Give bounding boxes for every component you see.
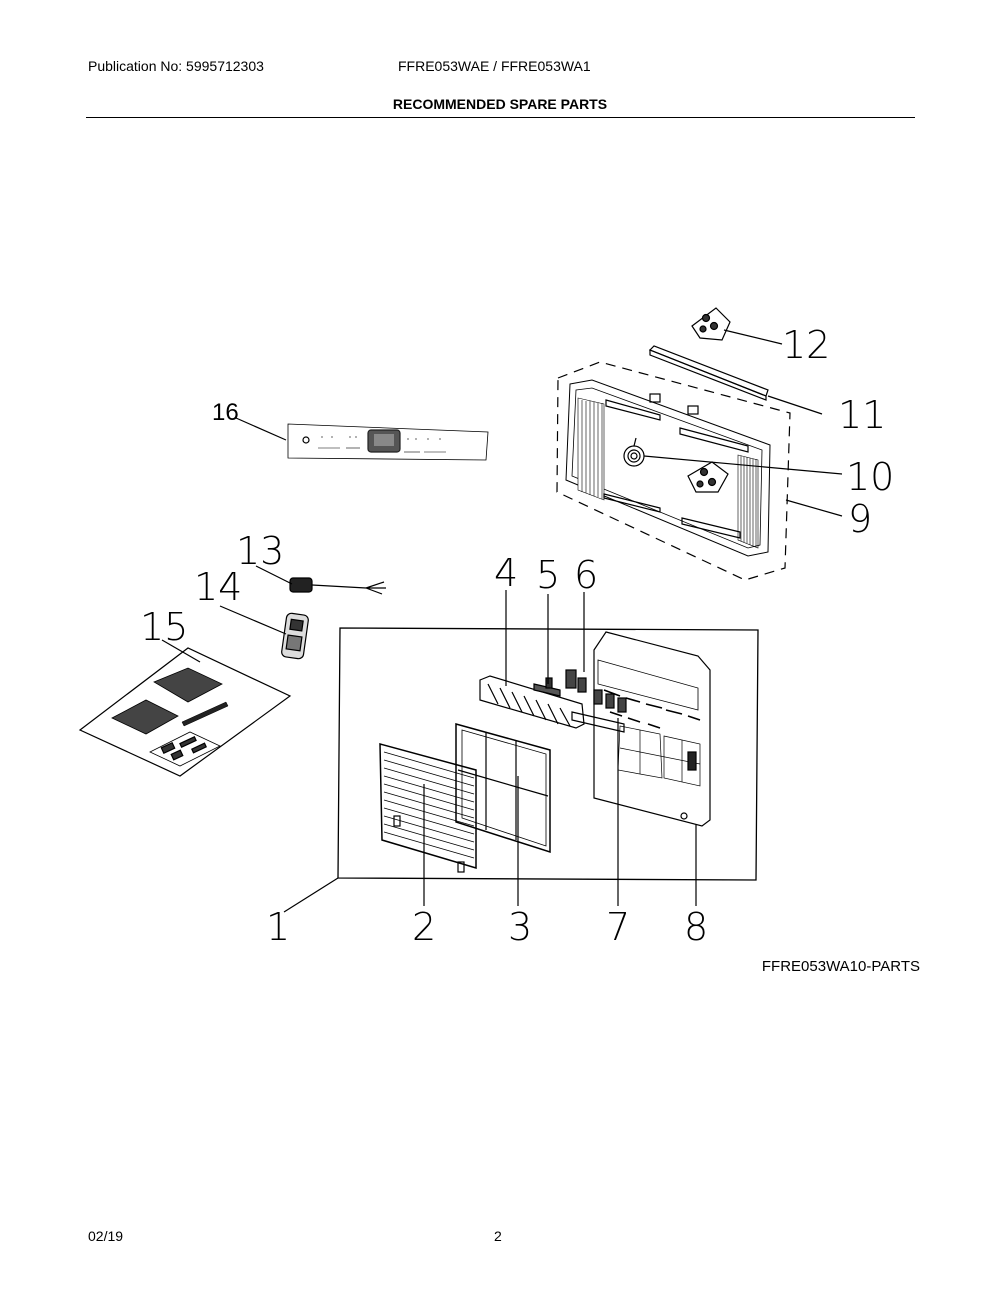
model-numbers: FFRE053WAE / FFRE053WA1 <box>398 58 591 74</box>
remote-part <box>281 612 309 660</box>
header-rule <box>86 117 915 118</box>
callout-10: 10 <box>846 455 894 499</box>
callout-12: 12 <box>782 323 830 367</box>
callout-2: 2 <box>412 905 436 949</box>
callout-7: 7 <box>606 905 630 949</box>
callout-9: 9 <box>848 497 872 541</box>
front-panel-part <box>593 631 711 827</box>
callout-1: 1 <box>266 905 290 949</box>
grille-part <box>379 743 477 873</box>
diagram-reference: FFRE053WA10-PARTS <box>761 958 920 975</box>
control-panel-part <box>287 423 489 461</box>
top-rail-part <box>648 345 769 401</box>
spring-part <box>623 437 645 467</box>
callout-16: 16 <box>212 399 239 426</box>
bracket-part-a <box>687 461 729 493</box>
publication-number: Publication No: 5995712303 <box>88 58 264 74</box>
page-number: 2 <box>494 1228 502 1244</box>
front-assembly-box <box>337 627 759 881</box>
callout-4: 4 <box>494 551 518 595</box>
bracket-part-b <box>691 307 731 341</box>
callout-15: 15 <box>140 605 188 649</box>
callout-6: 6 <box>574 553 598 597</box>
callout-13: 13 <box>236 529 284 573</box>
clip-part-b <box>565 669 587 693</box>
literature-part <box>78 647 292 777</box>
leader-lines <box>161 329 843 913</box>
callout-5: 5 <box>536 553 560 597</box>
cabinet-frame-part <box>556 361 791 581</box>
vent-louver-part <box>479 675 585 729</box>
filter-part <box>455 723 551 854</box>
callout-14: 14 <box>194 565 242 609</box>
page-title: RECOMMENDED SPARE PARTS <box>392 96 608 112</box>
callout-3: 3 <box>508 905 532 949</box>
clip-part-a <box>533 677 561 697</box>
power-cord-part <box>289 577 386 595</box>
louver-part <box>571 689 627 733</box>
footer-date: 02/19 <box>88 1228 124 1244</box>
callout-11: 11 <box>838 393 886 437</box>
callout-8: 8 <box>684 905 708 949</box>
